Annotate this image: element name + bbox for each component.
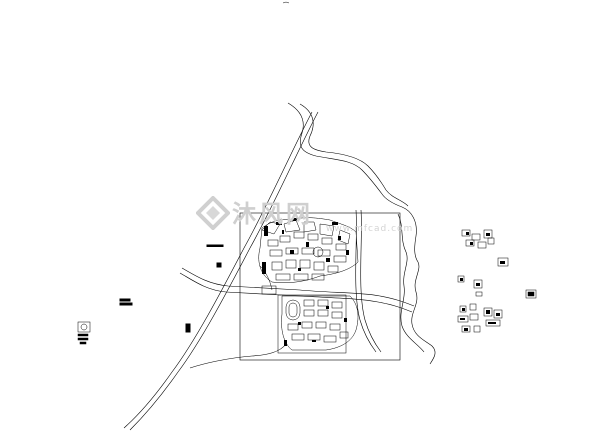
plan-boundary-frame bbox=[239, 212, 401, 361]
detail-drawings-right bbox=[457, 229, 537, 333]
river bbox=[287, 102, 436, 365]
watermark-text: 沐风网 bbox=[232, 200, 313, 228]
campus-north-hatch bbox=[262, 218, 349, 274]
top-mark bbox=[282, 1, 290, 4]
west-detail-block bbox=[259, 265, 277, 295]
detail-drawings-hatch bbox=[460, 232, 505, 331]
campus-south-hatch bbox=[284, 306, 347, 346]
watermark: 沐风网 www.mfcad.com bbox=[196, 192, 426, 248]
watermark-subtext: www.mfcad.com bbox=[326, 224, 414, 234]
south-road bbox=[189, 343, 287, 369]
left-annotations bbox=[119, 244, 224, 333]
inner-frame bbox=[277, 294, 347, 354]
diamond-logo-icon bbox=[196, 196, 230, 230]
highway bbox=[123, 111, 319, 431]
campus-south-cluster bbox=[281, 295, 359, 351]
legend-block bbox=[77, 321, 91, 345]
main-road bbox=[179, 267, 415, 313]
